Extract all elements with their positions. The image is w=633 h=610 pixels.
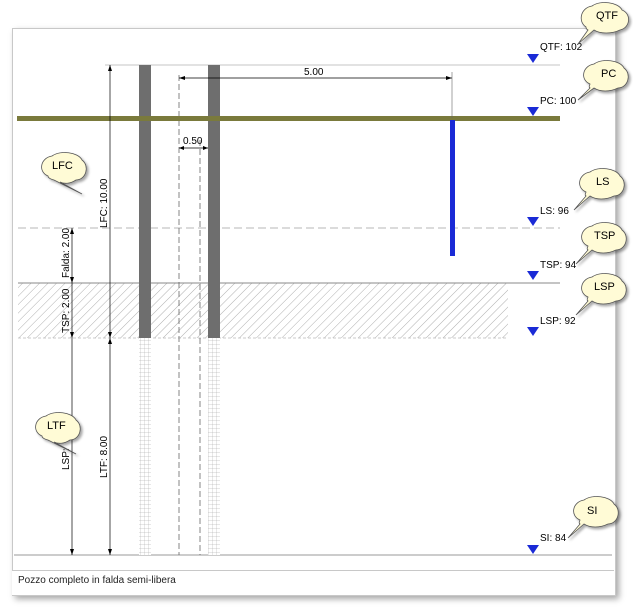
lfc-arrow-bottom bbox=[108, 332, 112, 338]
callout-ls-text: LS bbox=[596, 176, 609, 188]
screen-left bbox=[139, 338, 151, 555]
casing-left bbox=[139, 65, 151, 338]
diagram-caption: Pozzo completo in falda semi-libera bbox=[18, 575, 176, 586]
diameter-label: 0.50 bbox=[183, 136, 203, 147]
screen-right bbox=[208, 338, 220, 555]
callout-ltf: LTF bbox=[35, 412, 81, 455]
level-label-tsp: TSP: 94 bbox=[540, 260, 577, 271]
lsp-arrow-bottom bbox=[70, 549, 74, 555]
distance-label: 5.00 bbox=[304, 67, 324, 78]
diameter-arrow-right bbox=[203, 146, 208, 150]
level-label-ls: LS: 96 bbox=[540, 206, 569, 217]
tsp-dimension-label: TSP: 2.00 bbox=[61, 288, 72, 333]
callout-pc: PC bbox=[577, 60, 629, 101]
ltf-dimension-label: LTF: 8.00 bbox=[99, 436, 110, 478]
triangle-marker-icon bbox=[527, 54, 539, 63]
tsp-arrow-bottom bbox=[70, 332, 74, 338]
lfc-arrow-top bbox=[108, 65, 112, 71]
triangle-marker-icon bbox=[527, 217, 539, 226]
level-marker-lsp: LSP: 92 bbox=[527, 316, 576, 336]
triangle-marker-icon bbox=[527, 107, 539, 116]
speech-bubble-icon bbox=[567, 496, 619, 539]
triangle-marker-icon bbox=[527, 545, 539, 554]
distance-arrow-right bbox=[446, 76, 452, 80]
level-label-lsp: LSP: 92 bbox=[540, 316, 576, 327]
callout-lsp: LSP bbox=[575, 273, 627, 316]
ltf-arrow-top bbox=[108, 338, 112, 344]
falda-arrow-top bbox=[70, 228, 74, 234]
level-marker-ls: LS: 96 bbox=[527, 206, 569, 226]
falda-arrow-bottom bbox=[70, 277, 74, 283]
level-marker-qtf: QTF: 102 bbox=[527, 42, 583, 63]
probe-bar bbox=[450, 120, 455, 256]
callout-pc-text: PC bbox=[601, 68, 616, 80]
callout-qtf-text: QTF bbox=[596, 10, 618, 22]
speech-bubble-icon bbox=[573, 168, 625, 211]
callout-lsp-text: LSP bbox=[594, 281, 615, 293]
callout-si-text: SI bbox=[587, 505, 597, 517]
level-marker-si: SI: 84 bbox=[527, 533, 567, 554]
triangle-marker-icon bbox=[527, 327, 539, 336]
level-marker-pc: PC: 100 bbox=[527, 96, 577, 116]
callout-si: SI bbox=[567, 496, 619, 539]
lsp-dimension-label: LSP: bbox=[61, 448, 72, 470]
callout-lfc-text: LFC bbox=[52, 160, 73, 172]
level-marker-tsp: TSP: 94 bbox=[527, 260, 577, 280]
triangle-marker-icon bbox=[527, 271, 539, 280]
ltf-arrow-bottom bbox=[108, 549, 112, 555]
falda-dimension-label: Falda: 2.00 bbox=[61, 228, 72, 278]
diameter-arrow-left bbox=[179, 146, 184, 150]
speech-bubble-icon bbox=[577, 60, 629, 101]
speech-bubble-icon bbox=[575, 222, 627, 265]
level-label-pc: PC: 100 bbox=[540, 96, 577, 107]
speech-bubble-icon bbox=[575, 273, 627, 316]
callout-lfc: LFC bbox=[41, 152, 87, 195]
ground-surface bbox=[17, 116, 560, 121]
speech-bubble-icon bbox=[35, 412, 81, 455]
level-label-si: SI: 84 bbox=[540, 533, 567, 544]
casing-right bbox=[208, 65, 220, 338]
distance-arrow-left bbox=[179, 76, 185, 80]
caption-bar: Pozzo completo in falda semi-libera bbox=[12, 570, 614, 595]
speech-bubble-icon bbox=[577, 2, 629, 45]
lfc-dimension-label: LFC: 10.00 bbox=[99, 178, 110, 228]
level-label-qtf: QTF: 102 bbox=[540, 42, 583, 53]
callout-tsp-text: TSP bbox=[594, 230, 615, 242]
aquifer-layer bbox=[18, 283, 508, 338]
callout-tsp: TSP bbox=[575, 222, 627, 265]
callout-ltf-text: LTF bbox=[47, 420, 66, 432]
speech-bubble-icon bbox=[41, 152, 87, 195]
callout-ls: LS bbox=[573, 168, 625, 211]
callout-qtf: QTF bbox=[577, 2, 629, 45]
